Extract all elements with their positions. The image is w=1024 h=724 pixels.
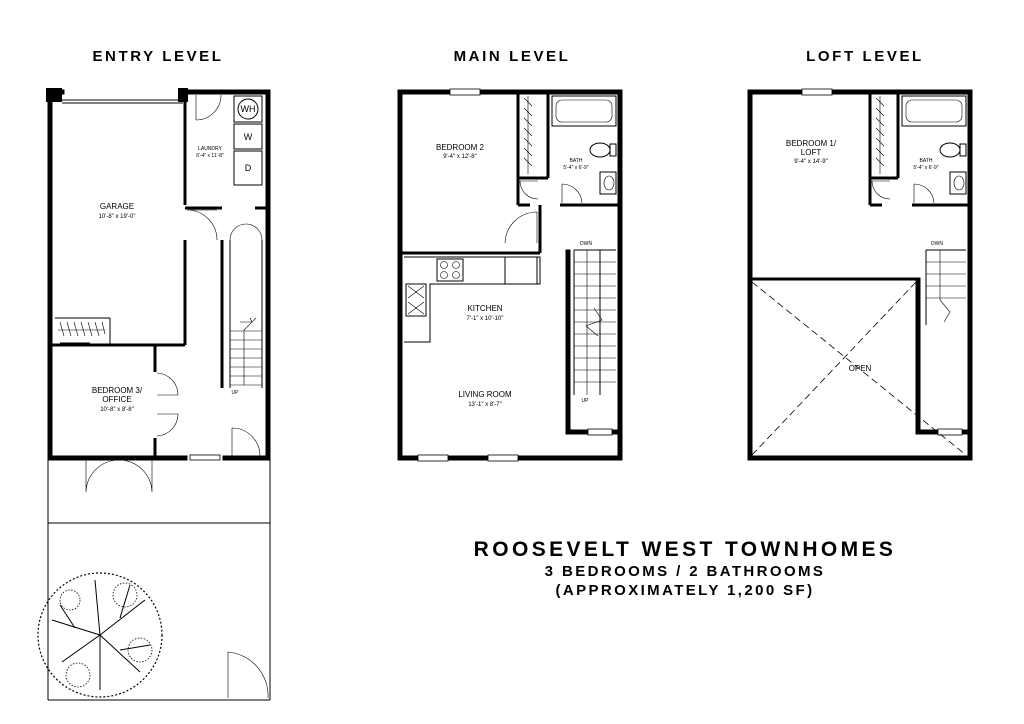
toilet — [589, 142, 611, 158]
dryer — [233, 150, 263, 186]
window — [189, 454, 221, 461]
main-stair — [573, 249, 616, 395]
bedroom-3-label: BEDROOM 3/ — [92, 386, 143, 395]
sink — [949, 171, 967, 195]
kitchen-dims: 7'-1" x 10'-10" — [467, 316, 504, 322]
window — [487, 454, 519, 462]
loft-bath-label: BATH — [920, 158, 933, 164]
bathtub — [551, 95, 617, 127]
garage-label: GARAGE — [100, 202, 134, 211]
entry-stair-up-label: UP — [232, 390, 240, 396]
living-room-label: LIVING ROOM — [458, 390, 512, 399]
bedroom-2-label: BEDROOM 2 — [436, 143, 485, 152]
patio — [47, 459, 271, 701]
range-icon — [436, 258, 464, 282]
washer — [233, 123, 263, 150]
refrigerator — [504, 256, 538, 285]
water-heater-label: WH — [241, 104, 256, 114]
loft-level-title: LOFT LEVEL — [806, 48, 924, 65]
tree-icon — [37, 572, 163, 698]
loft-bath-dims: 5'-4" x 6'-9" — [913, 165, 938, 171]
window — [417, 454, 449, 462]
bedroom-3-dims: 10'-8" x 8'-8" — [100, 407, 134, 413]
bedroom-1-dims: 9'-4" x 14'-9" — [794, 159, 828, 165]
kitchen-counters — [404, 256, 541, 343]
water-heater — [233, 95, 263, 123]
title-block: ROOSEVELT WEST TOWNHOMES 3 BEDROOMS / 2 … — [400, 537, 970, 600]
window — [449, 88, 481, 96]
property-title: ROOSEVELT WEST TOWNHOMES — [473, 538, 897, 561]
loft-stair — [925, 249, 966, 325]
kitchen-label: KITCHEN — [467, 304, 502, 313]
bedroom-2-dims: 9'-4" x 12'-8" — [443, 154, 477, 160]
bed-bath-count: 3 BEDROOMS / 2 BATHROOMS — [544, 563, 826, 580]
garage-dims: 10'-8" x 19'-0" — [99, 214, 136, 220]
bedroom-3-label-2: OFFICE — [102, 395, 131, 404]
main-bath-label: BATH — [570, 158, 583, 164]
loft-stair-down-label: DWN — [931, 241, 943, 247]
main-stair-up-label: UP — [582, 398, 590, 404]
entry-level-plan: UP WH W D GARAGE 10'-8" x 19'-0" LAUNDRY… — [37, 88, 271, 701]
open-area-label: OPEN — [849, 364, 872, 373]
window — [587, 428, 613, 436]
living-room-dims: 13'-1" x 8'-7" — [468, 402, 502, 408]
bedroom-1-label: BEDROOM 1/ — [786, 139, 837, 148]
bedroom-1-label-2: LOFT — [801, 148, 822, 157]
sink — [599, 171, 617, 195]
closet — [55, 317, 111, 345]
main-level-title: MAIN LEVEL — [454, 48, 571, 65]
loft-level-plan: DWN BEDROOM 1/ LOFT 9'-4" x 14'-9" BATH … — [747, 88, 973, 461]
sink-double — [405, 283, 427, 317]
toilet — [939, 142, 961, 158]
window — [801, 88, 833, 96]
bathtub — [901, 95, 967, 127]
dryer-label: D — [245, 163, 252, 173]
entry-level-title: ENTRY LEVEL — [92, 48, 223, 65]
laundry-dims: 6'-4" x 11'-8" — [196, 153, 224, 159]
entry-stair — [230, 317, 262, 386]
main-stair-down-label: DWN — [580, 241, 592, 247]
laundry-label: LAUNDRY — [198, 146, 222, 152]
main-level-plan: DWN UP BEDROOM 2 9'-4" x 12'-8" BATH 5'-… — [397, 88, 623, 462]
window — [937, 428, 963, 436]
main-bath-dims: 5'-4" x 6'-9" — [563, 165, 588, 171]
washer-label: W — [244, 132, 253, 142]
square-footage: (APPROXIMATELY 1,200 SF) — [555, 582, 815, 599]
